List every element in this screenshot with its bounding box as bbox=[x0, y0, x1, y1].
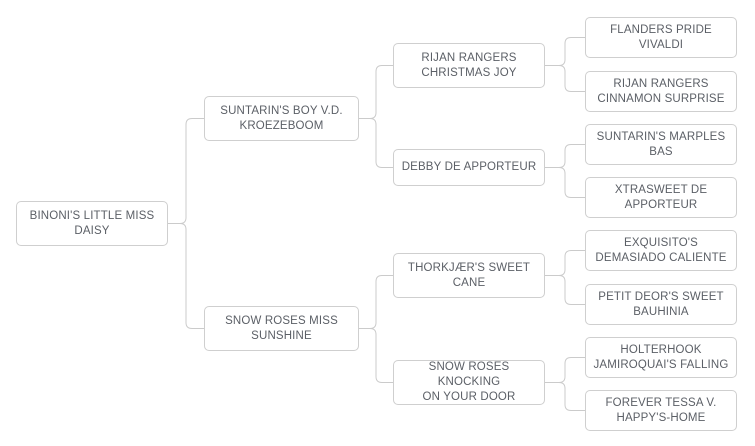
node-label: THORKJÆR'S SWEET CANE bbox=[407, 261, 531, 289]
connector-path bbox=[545, 167, 585, 198]
pedigree-node-gen3-3[interactable]: SNOW ROSES KNOCKING ON YOUR DOOR bbox=[393, 360, 545, 405]
pedigree-node-gen2-1[interactable]: SNOW ROSES MISS SUNSHINE bbox=[204, 306, 359, 351]
node-label: BINONI'S LITTLE MISS DAISY bbox=[29, 209, 155, 237]
pedigree-node-gen4-4[interactable]: EXQUISITO'S DEMASIADO CALIENTE bbox=[585, 230, 737, 271]
node-label: HOLTERHOOK JAMIROQUAI'S FALLING bbox=[593, 343, 729, 371]
node-label: PETIT DEOR'S SWEET BAUHINIA bbox=[598, 290, 724, 318]
connector-path bbox=[359, 328, 393, 383]
connector-path bbox=[545, 382, 585, 411]
node-label: DEBBY DE APPORTEUR bbox=[401, 161, 537, 173]
pedigree-node-gen3-2[interactable]: THORKJÆR'S SWEET CANE bbox=[393, 253, 545, 298]
connector-path bbox=[168, 118, 204, 224]
pedigree-node-gen4-5[interactable]: PETIT DEOR'S SWEET BAUHINIA bbox=[585, 284, 737, 325]
pedigree-node-gen4-7[interactable]: FOREVER TESSA V. HAPPY'S-HOME bbox=[585, 390, 737, 431]
pedigree-node-gen4-6[interactable]: HOLTERHOOK JAMIROQUAI'S FALLING bbox=[585, 337, 737, 378]
node-label: EXQUISITO'S DEMASIADO CALIENTE bbox=[595, 236, 727, 264]
node-label: SNOW ROSES MISS SUNSHINE bbox=[225, 314, 338, 342]
node-label: SUNTARIN'S BOY V.D. KROEZEBOOM bbox=[220, 104, 343, 132]
node-label: FOREVER TESSA V. HAPPY'S-HOME bbox=[605, 396, 717, 424]
connector-path bbox=[545, 144, 585, 168]
connector-path bbox=[545, 37, 585, 66]
node-label: RIJAN RANGERS CINNAMON SURPRISE bbox=[597, 77, 725, 105]
node-label: XTRASWEET DE APPORTEUR bbox=[614, 183, 708, 211]
connector-path bbox=[359, 65, 393, 119]
node-label: SNOW ROSES KNOCKING ON YOUR DOOR bbox=[422, 361, 516, 403]
pedigree-node-gen3-0[interactable]: RIJAN RANGERS CHRISTMAS JOY bbox=[393, 43, 545, 88]
pedigree-node-gen4-2[interactable]: SUNTARIN'S MARPLES BAS bbox=[585, 124, 737, 165]
connector-path bbox=[545, 357, 585, 383]
connector-path bbox=[545, 250, 585, 276]
connector-path bbox=[545, 65, 585, 92]
pedigree-node-gen2-0[interactable]: SUNTARIN'S BOY V.D. KROEZEBOOM bbox=[204, 96, 359, 141]
pedigree-node-gen4-0[interactable]: FLANDERS PRIDE VIVALDI bbox=[585, 17, 737, 58]
pedigree-node-gen4-1[interactable]: RIJAN RANGERS CINNAMON SURPRISE bbox=[585, 71, 737, 112]
connector-path bbox=[359, 275, 393, 329]
pedigree-node-root[interactable]: BINONI'S LITTLE MISS DAISY bbox=[16, 201, 168, 246]
connector-path bbox=[168, 223, 204, 329]
pedigree-node-gen4-3[interactable]: XTRASWEET DE APPORTEUR bbox=[585, 177, 737, 218]
node-label: FLANDERS PRIDE VIVALDI bbox=[610, 23, 712, 51]
connector-path bbox=[545, 275, 585, 305]
connector-path bbox=[359, 118, 393, 168]
pedigree-node-gen3-1[interactable]: DEBBY DE APPORTEUR bbox=[393, 149, 545, 186]
node-label: SUNTARIN'S MARPLES BAS bbox=[596, 130, 726, 158]
node-label: RIJAN RANGERS CHRISTMAS JOY bbox=[421, 51, 517, 79]
